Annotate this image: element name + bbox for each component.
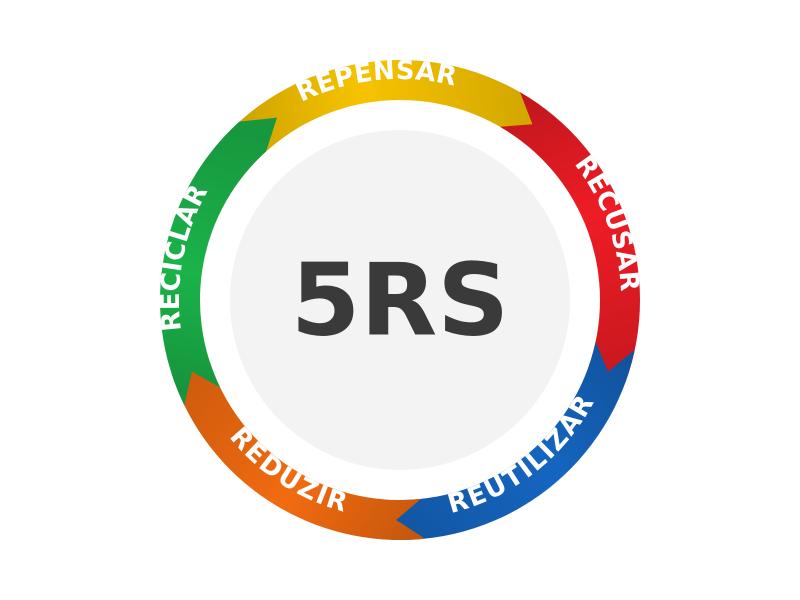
arc-segment-repensar (216, 60, 559, 172)
arc-ring (160, 60, 641, 541)
arc-segment-recusar (500, 92, 641, 404)
arc-segment-reciclar (160, 117, 277, 406)
center-title: 5RS (291, 242, 510, 359)
center-circle (230, 130, 570, 470)
